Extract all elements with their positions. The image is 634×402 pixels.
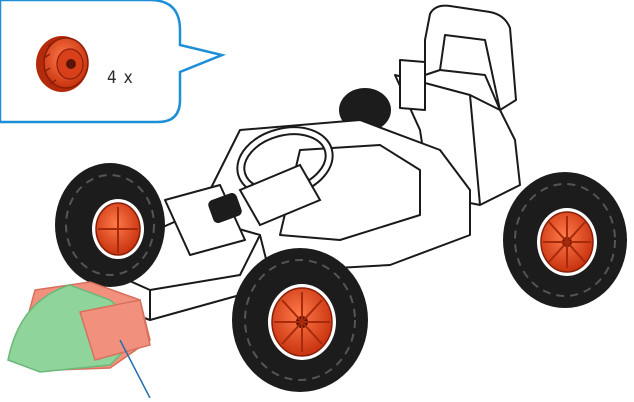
front-left-wheel [55, 163, 165, 287]
hub-red-icon [36, 36, 88, 92]
rear-right-wheel [503, 172, 627, 308]
new-parts [8, 282, 150, 398]
front-right-wheel [232, 248, 368, 392]
parts-callout [0, 0, 222, 122]
quantity-label: 4 x [107, 68, 134, 88]
